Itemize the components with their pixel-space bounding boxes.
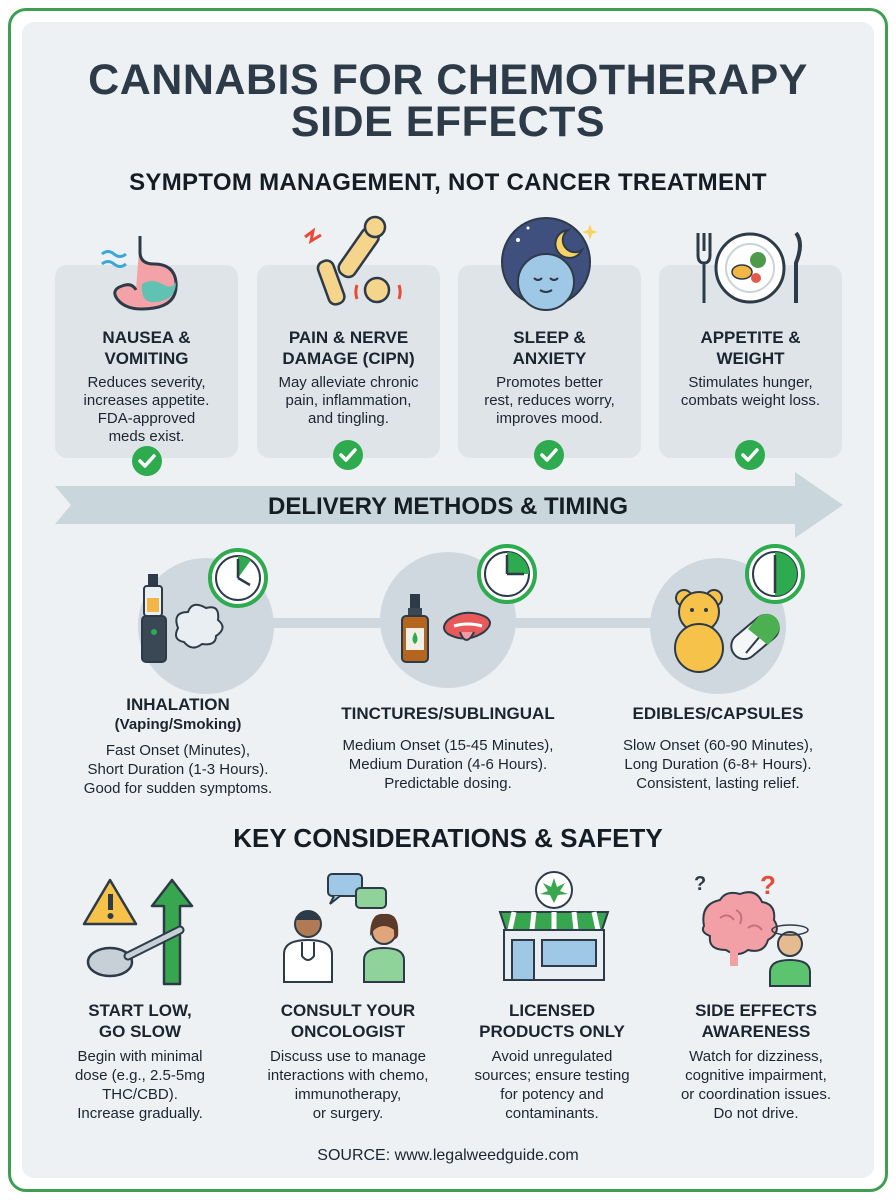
delivery-arrow-band [55,472,843,538]
svg-text:?: ? [760,870,776,900]
consideration-desc-line: sources; ensure testing [474,1067,630,1084]
method-desc-line: Consistent, lasting relief. [636,775,800,792]
consideration-title-line-2: AWARENESS [701,1022,811,1041]
symptom-desc-line: Stimulates hunger, [688,374,813,391]
subtitle: SYMPTOM MANAGEMENT, NOT CANCER TREATMENT [129,169,767,196]
symptom-title-line-1: NAUSEA & [102,328,191,347]
dispensary-icon [498,871,610,981]
consideration-desc-line: cognitive impairment, [685,1067,827,1084]
symptom-title-line-2: VOMITING [104,349,189,368]
consideration-title-line-2: PRODUCTS ONLY [479,1022,625,1041]
symptom-title-line-2: WEIGHT [716,349,785,368]
method-desc-line: Good for sudden symptoms. [83,780,273,797]
symptom-desc-line: FDA-approved [97,410,196,427]
symptom-title-line-1: PAIN & NERVE [288,328,409,347]
consideration-desc-line: interactions with chemo, [267,1067,429,1084]
source-citation: SOURCE: www.legalweedguide.com [317,1147,579,1164]
symptom-desc-line: and tingling. [308,410,389,427]
symptom-desc-line: increases appetite. [83,392,210,409]
consideration-desc-line: Watch for dizziness, [689,1048,823,1065]
symptom-desc-line: combats weight loss. [680,392,821,409]
symptom-desc-line: Reduces severity, [87,374,206,391]
check-icon [333,440,363,470]
check-icon [534,440,564,470]
consideration-desc-line: immunotherapy, [294,1086,402,1103]
consideration-desc-line: or surgery. [312,1105,384,1122]
clock-icon [208,548,268,608]
check-icon [735,440,765,470]
consideration-desc-line: Discuss use to manage [270,1048,426,1065]
consideration-title-line-1: LICENSED [509,1001,595,1020]
symptom-desc-line: pain, inflammation, [285,392,412,409]
symptom-desc-line: meds exist. [108,428,185,445]
gummy-bear-icon [674,589,780,673]
safety-heading: KEY CONSIDERATIONS & SAFETY [233,823,663,853]
consideration-desc-line: THC/CBD). [102,1086,178,1103]
warning-spoon-icon [82,878,194,986]
doctor-patient-icon [283,873,405,983]
moon-face-icon [501,217,598,311]
plate-fork-knife-icon [696,231,802,304]
consideration-desc-line: contaminants. [505,1105,599,1122]
main-title-line-2: SIDE EFFECTS [290,98,606,146]
method-title-tinctures: TINCTURES/SUBLINGUAL [341,704,555,723]
consideration-desc-line: Do not drive. [713,1105,799,1122]
consideration-title-line-2: ONCOLOGIST [290,1022,406,1041]
consideration-title-line-1: START LOW, [88,1001,192,1020]
brain-dizzy-icon: ? ? [694,870,811,987]
symptom-card-pain: PAIN & NERVE DAMAGE (CIPN) May alleviate… [257,265,440,458]
symptom-title-line-1: SLEEP & [513,328,586,347]
symptom-title-line-2: DAMAGE (CIPN) [282,349,415,368]
consideration-desc-line: Avoid unregulated [491,1048,613,1065]
consideration-desc-line: Begin with minimal [77,1048,203,1065]
svg-text:?: ? [694,873,706,895]
method-desc-line: Predictable dosing. [384,775,512,792]
method-desc-line: Long Duration (6-8+ Hours). [624,756,812,773]
consideration-title-line-1: CONSULT YOUR [280,1001,416,1020]
symptom-title-line-2: ANXIETY [512,349,587,368]
method-desc-line: Short Duration (1-3 Hours). [87,761,269,778]
vape-pen-icon [141,574,224,663]
symptom-title-line-1: APPETITE & [700,328,801,347]
consideration-title-line-1: SIDE EFFECTS [695,1001,817,1020]
symptom-desc-line: Promotes better [496,374,603,391]
consideration-title-line-2: GO SLOW [98,1022,182,1041]
symptom-card-nausea: NAUSEA & VOMITING Reduces severity, incr… [55,265,238,458]
symptom-desc-line: rest, reduces worry, [484,392,615,409]
method-subtitle-inhalation: (Vaping/Smoking) [114,716,242,733]
dropper-bottle-icon [401,594,491,663]
symptom-desc-line: improves mood. [496,410,603,427]
method-title-inhalation: INHALATION [126,695,230,714]
symptom-desc-line: May alleviate chronic [278,374,419,391]
stomach-icon [101,236,178,311]
method-title-edibles: EDIBLES/CAPSULES [632,704,804,723]
method-desc-line: Medium Duration (4-6 Hours). [348,756,548,773]
joint-pain-icon [304,215,402,306]
method-desc-line: Fast Onset (Minutes), [105,742,251,759]
consideration-desc-line: dose (e.g., 2.5-5mg [74,1067,206,1084]
main-title-line-1: CANNABIS FOR CHEMOTHERAPY [88,56,808,104]
method-desc-line: Slow Onset (60-90 Minutes), [622,737,814,754]
delivery-heading: DELIVERY METHODS & TIMING [267,493,629,520]
clock-icon [745,544,805,604]
consideration-desc-line: Increase gradually. [77,1105,203,1122]
consideration-desc-line: for potency and [500,1086,604,1103]
check-icon [132,446,162,476]
clock-icon [477,544,537,604]
consideration-desc-line: or coordination issues. [680,1086,832,1103]
method-desc-line: Medium Onset (15-45 Minutes), [342,737,554,754]
